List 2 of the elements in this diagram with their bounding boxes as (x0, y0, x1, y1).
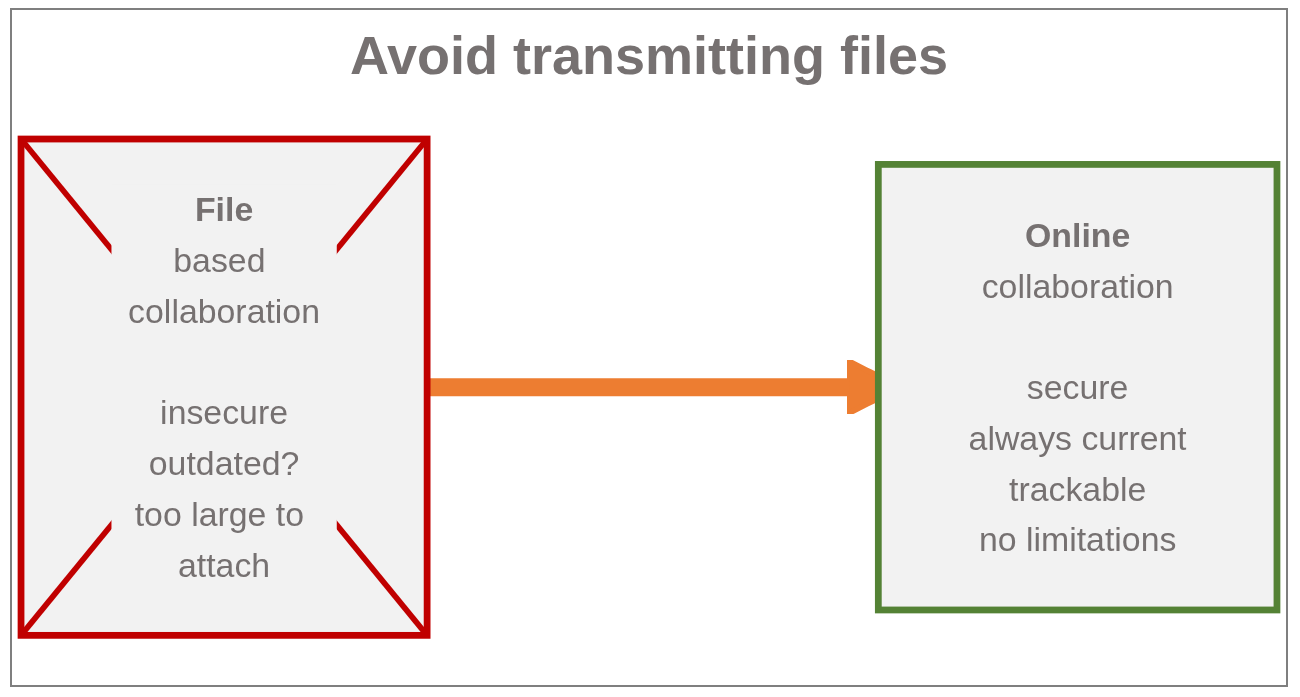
diagram-title: Avoid transmitting files (349, 24, 949, 86)
node-box: Online collaboration secure always current trackable no limitations (874, 161, 1281, 614)
